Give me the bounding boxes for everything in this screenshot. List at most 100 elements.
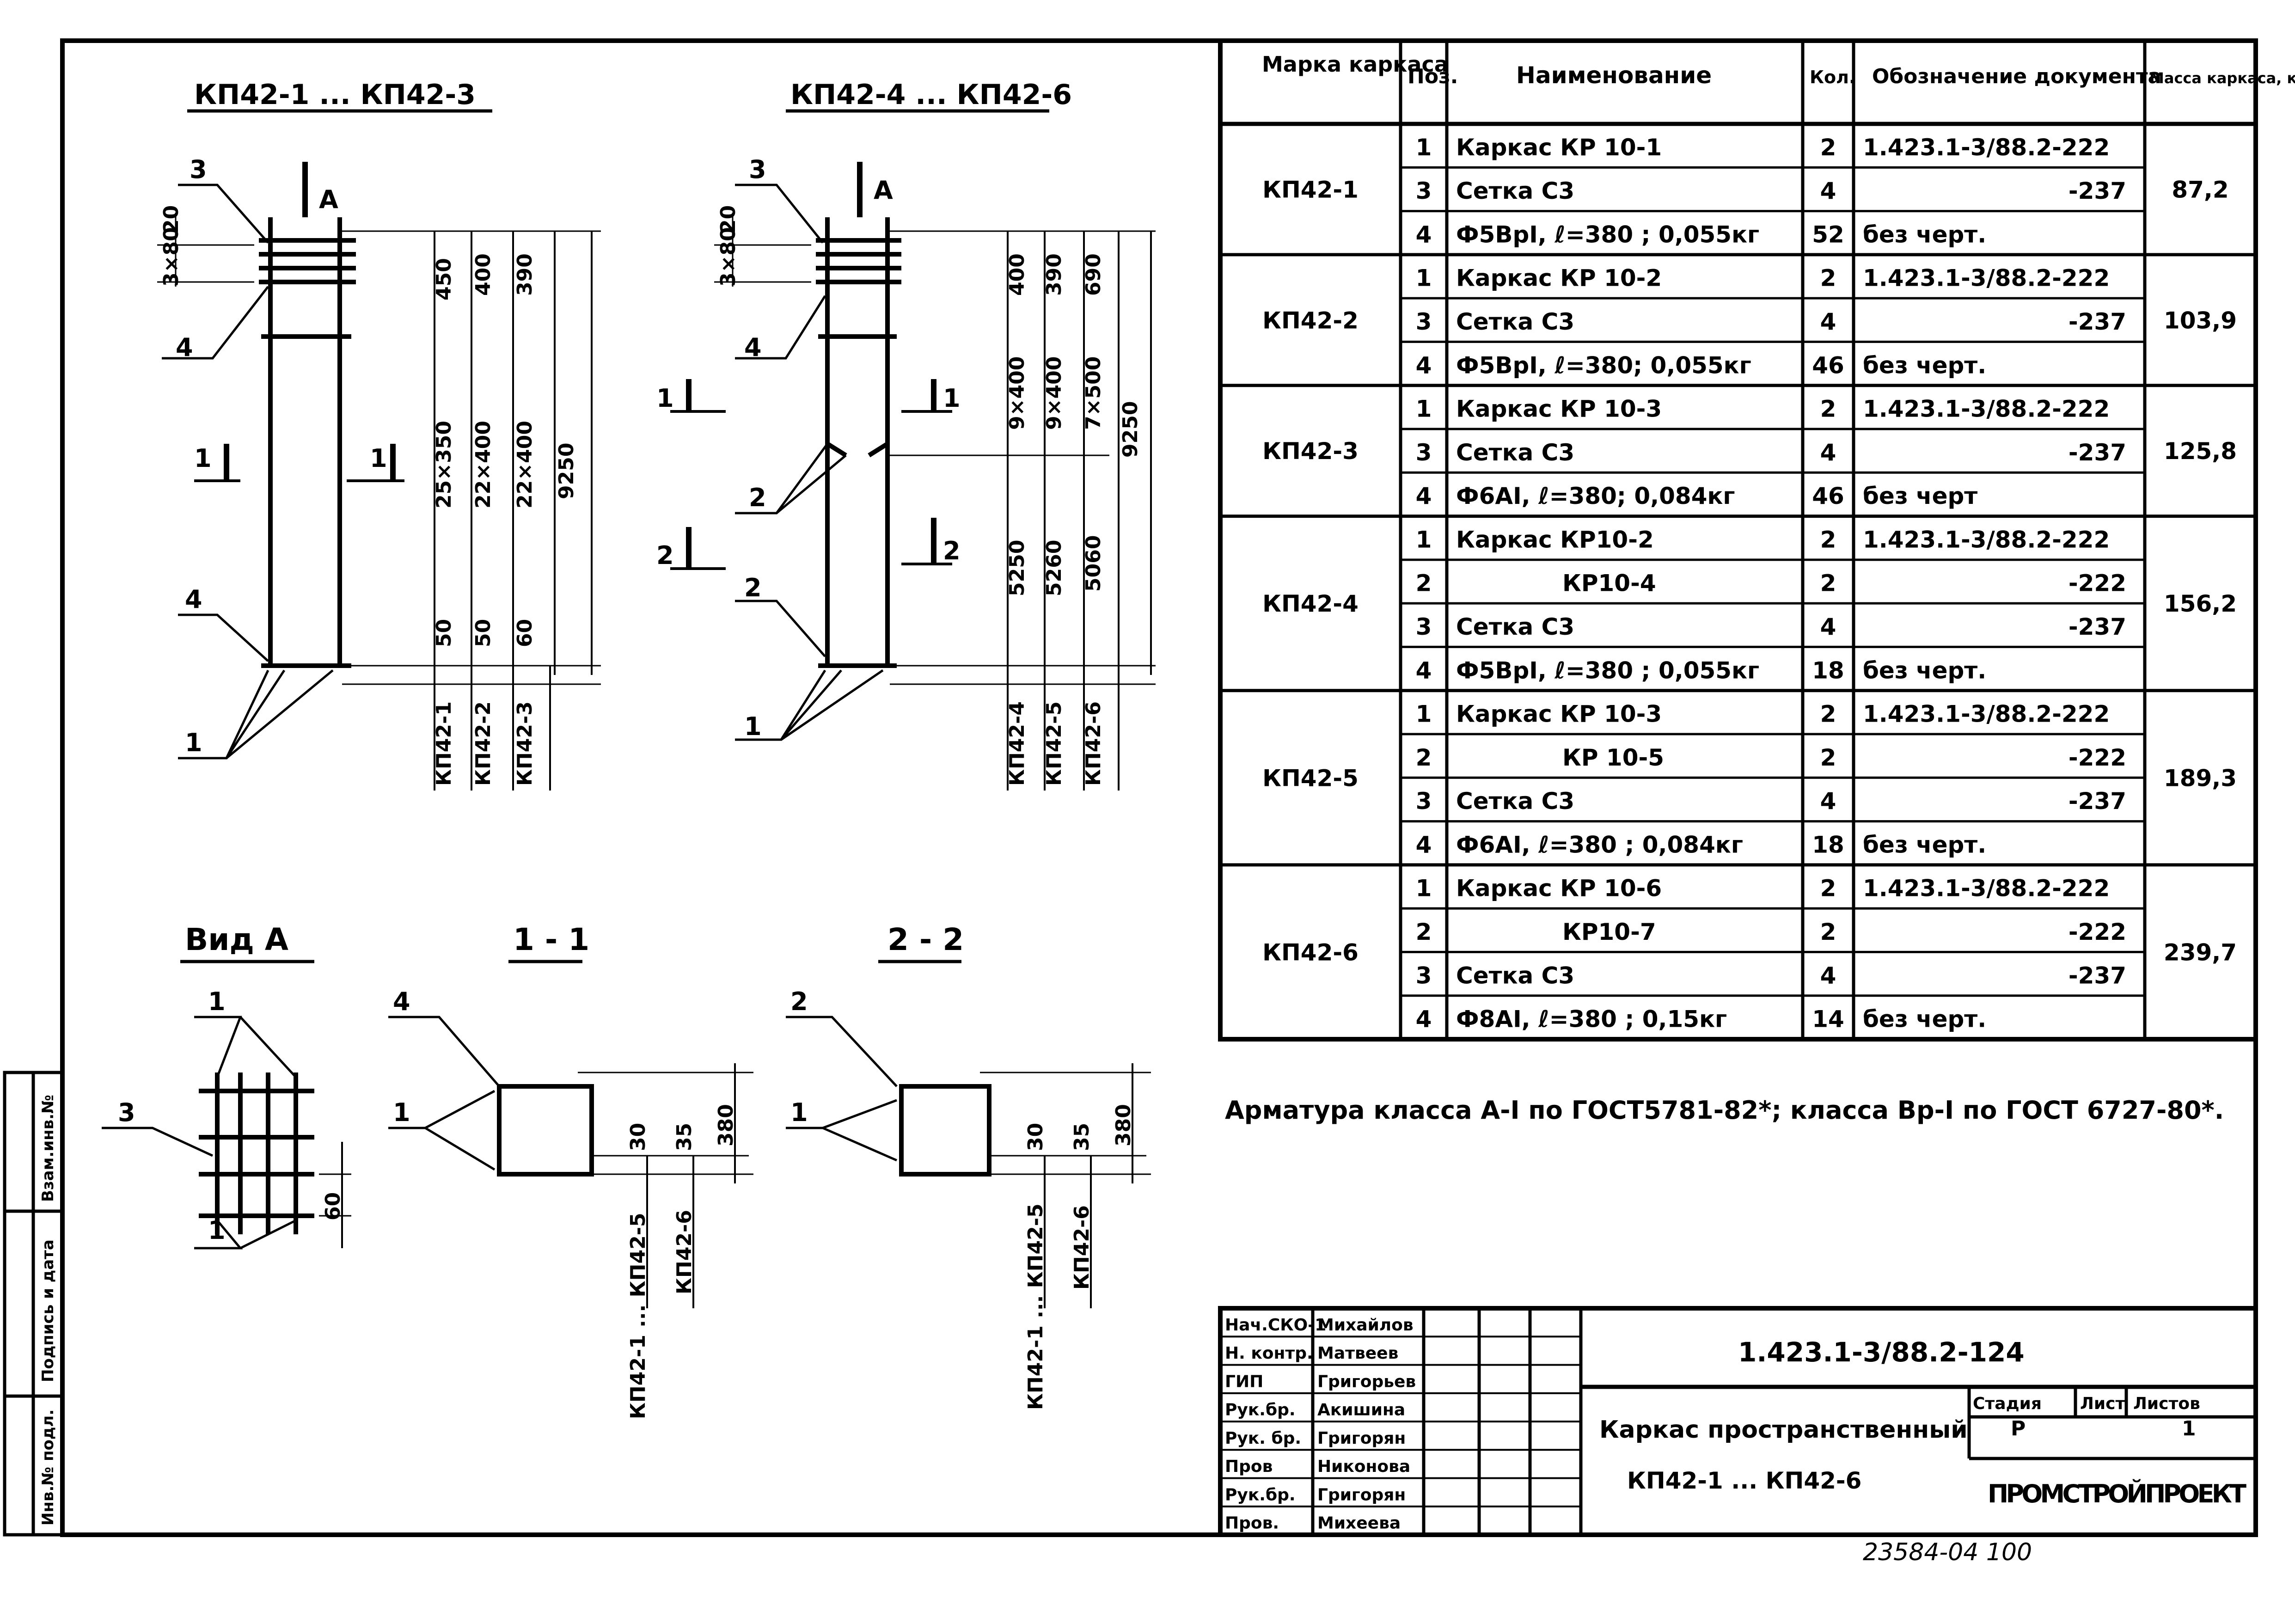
cell-mark: КП42-4 [1262,590,1359,617]
elevation-a [157,109,601,791]
product-range: КП42-1 ... КП42-6 [1627,1467,1861,1494]
cell-pos: 3 [1416,962,1432,989]
cell-mass: 103,9 [2164,307,2237,334]
cell-name: Сетка С3 [1456,308,1574,335]
cell-pos: 2 [1416,570,1432,597]
callout-a: А [874,176,893,205]
title-frame-b: КП42-4 ... КП42-6 [790,79,1072,111]
cell-mark: КП42-6 [1262,939,1359,966]
cell-doc: 1.423.1-3/88.2-222 [1863,265,2110,292]
th-mark: Марка каркаса [1262,52,1449,77]
cell-name: Сетка С3 [1456,788,1574,815]
cell-doc: без черт. [1863,831,1986,858]
dim-b-bot-1: 5250 [1005,540,1029,596]
title-frame-a: КП42-1 ... КП42-3 [194,79,476,111]
callout-4: 4 [744,333,762,362]
cell-qty: 2 [1820,526,1836,553]
cell-name: Каркас КР 10-3 [1456,701,1662,728]
cell-qty: 46 [1812,352,1844,379]
cell-doc: 1.423.1-3/88.2-222 [1863,134,2110,161]
dim-a-col-3: 390 [513,253,537,296]
dim-a-bot-3: 60 [513,619,537,647]
sheets-label: Листов [2133,1394,2200,1413]
cell-pos: 1 [1416,396,1432,423]
cell-pos: 1 [1416,134,1432,161]
stamp-role: Н. контр. [1225,1344,1313,1363]
cell-pos: 4 [1416,831,1432,858]
mark-b-1: КП42-4 [1005,701,1029,786]
cell-pos: 4 [1416,657,1432,684]
dim-a-bot-1: 50 [432,619,456,647]
callout-3: 3 [749,155,766,184]
cell-name: Ф6АI, ℓ=380 ; 0,084кг [1456,831,1743,858]
cell-doc: -237 [2069,308,2126,335]
stamp-name: Михеева [1317,1514,1401,1533]
cell-doc: 1.423.1-3/88.2-222 [1863,701,2110,728]
stamp-name: Никонова [1317,1457,1410,1476]
cell-pos: 1 [1416,526,1432,553]
cell-doc: -237 [2069,962,2126,989]
callout-4: 4 [185,585,202,614]
th-doc: Обозначение документа [1872,65,2161,88]
cell-pos: 2 [1416,919,1432,945]
cell-qty: 2 [1820,570,1836,597]
note-reinforcement: Арматура класса А-I по ГОСТ5781-82*; кла… [1225,1096,2224,1125]
stamp-role: ГИП [1225,1372,1263,1391]
dim-b-bot-3: 5060 [1082,535,1105,592]
stamp-role: Нач.СКО-1 [1225,1316,1326,1335]
cell-doc: -237 [2069,613,2126,640]
side-signature: Подпись и дата [39,1239,57,1382]
cell-doc: 1.423.1-3/88.2-222 [1863,396,2110,423]
spec-table-grid [1218,38,2258,1042]
cell-pos: 4 [1416,352,1432,379]
dim-b-col-1: 400 [1005,253,1029,296]
callout-1: 1 [185,728,202,757]
callout-a: А [319,185,338,214]
mark-b-3: КП42-6 [1082,701,1105,786]
cell-name: Каркас КР 10-1 [1456,134,1662,161]
cell-qty: 46 [1812,483,1844,509]
stamp-role: Рук. бр. [1225,1429,1301,1448]
stamp-name: Григорян [1317,1429,1406,1448]
cell-mass: 125,8 [2164,438,2237,465]
callout-1: 1 [208,987,226,1016]
cell-pos: 3 [1416,613,1432,640]
cell-qty: 14 [1812,1006,1844,1033]
stamp-role: Рук.бр. [1225,1485,1296,1504]
cell-name: Каркас КР 10-2 [1456,265,1662,292]
callout-1: 1 [656,384,674,413]
callout-4: 4 [393,987,410,1016]
cell-qty: 18 [1812,657,1844,684]
callout-4: 4 [176,333,193,362]
cell-qty: 2 [1820,919,1836,945]
dim-a-mid-3: 22×400 [513,421,537,509]
stage-value: Р [2011,1417,2026,1440]
organization: ПРОМСТРОЙПРОЕКТ [1988,1479,2246,1508]
dim-a-total: 9250 [555,443,578,499]
dim-a-mid-2: 22×400 [471,421,495,509]
stamp-name: Акишина [1317,1401,1405,1420]
cell-pos: 1 [1416,701,1432,728]
section-1-1 [388,960,753,1308]
cell-name: Ф5ВрI, ℓ=380 ; 0,055кг [1456,221,1759,248]
dim-a-bot-2: 50 [471,619,495,647]
cell-mark: КП42-1 [1262,176,1359,203]
dim-a-mid-1: 25×350 [432,421,456,509]
spec-table-rows [1220,166,2256,997]
sheets-value: 1 [2182,1417,2196,1440]
mark-s1-a: КП42-1 ... КП42-5 [626,1213,650,1419]
cell-pos: 4 [1416,483,1432,509]
callout-3: 3 [118,1098,135,1127]
cell-name: Сетка С3 [1456,613,1574,640]
cell-pos: 2 [1416,744,1432,771]
cell-pos: 3 [1416,178,1432,204]
archive-number: 23584-04 100 [1863,1538,2032,1566]
cell-doc: -237 [2069,788,2126,815]
view-a [102,960,351,1250]
mark-s2-b: КП42-6 [1070,1205,1094,1290]
title-section-1: 1 - 1 [513,922,589,957]
cell-name: КР10-4 [1562,570,1656,597]
